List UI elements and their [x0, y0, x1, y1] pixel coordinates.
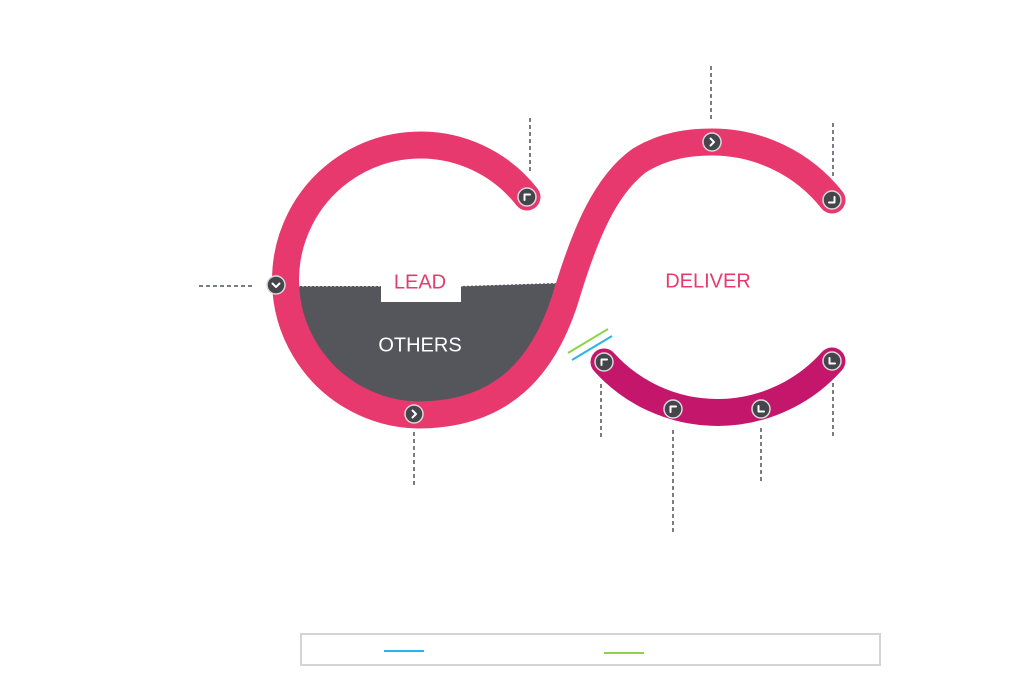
arrow-up-left-icon — [523, 193, 531, 201]
lower-arc-path — [590, 347, 846, 426]
chevron-down-icon — [271, 282, 281, 288]
lead-label: LEAD — [394, 271, 446, 293]
blue-marker-line — [571, 335, 613, 361]
badge-circle — [822, 351, 842, 371]
fill-top-edge — [298, 282, 557, 287]
legend-green-line — [604, 652, 644, 654]
badge-circle — [822, 190, 842, 210]
badge-left-bottom — [404, 404, 424, 424]
arrow-down-left-icon — [828, 357, 836, 365]
badge-left-side — [266, 275, 286, 295]
arrow-up-left-icon — [600, 358, 608, 366]
leader-lines — [199, 66, 834, 535]
badge-right-top — [702, 132, 722, 152]
green-marker-line — [567, 328, 609, 354]
badge-circle — [702, 132, 722, 152]
others-label: OTHERS — [378, 334, 461, 356]
arrow-up-left-icon — [669, 405, 677, 413]
chevron-right-icon — [709, 137, 715, 147]
badge-circle — [517, 187, 537, 207]
legend — [300, 633, 881, 666]
arrow-down-right-icon — [828, 196, 836, 204]
deliver-label: DELIVER — [665, 270, 751, 292]
badge-lower-mid-left — [663, 399, 683, 419]
badge-lower-right-end — [822, 351, 842, 371]
others-fill-region — [298, 283, 556, 403]
badge-circle — [404, 404, 424, 424]
legend-blue-line — [384, 650, 424, 652]
badge-circle — [594, 352, 614, 372]
badge-left-top-end — [517, 187, 537, 207]
badge-lower-mid-right — [751, 399, 771, 419]
badge-circle — [266, 275, 286, 295]
badge-lower-left-end — [594, 352, 614, 372]
badge-circle — [663, 399, 683, 419]
badge-right-top-end — [822, 190, 842, 210]
arrow-down-left-icon — [757, 405, 765, 413]
badge-circle — [751, 399, 771, 419]
chevron-right-icon — [411, 409, 417, 419]
